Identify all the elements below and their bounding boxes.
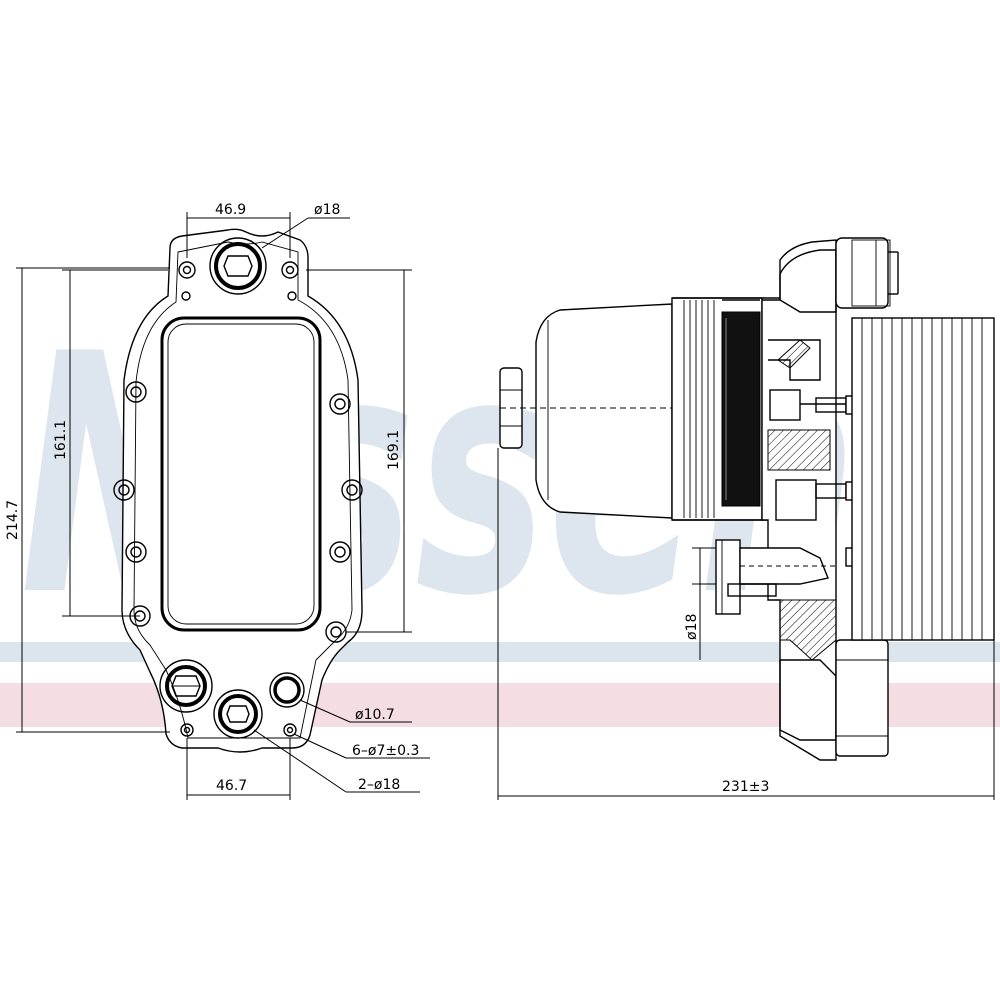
seal-ring xyxy=(721,311,761,507)
bottom-bolts xyxy=(180,723,297,737)
dim-overall-length: 231±3 xyxy=(722,779,769,795)
housing-block xyxy=(761,239,837,761)
top-port xyxy=(209,237,267,295)
cooler-core xyxy=(851,317,995,641)
side-port xyxy=(715,539,836,615)
bottom-port-small xyxy=(269,672,305,708)
gasket-window-inner xyxy=(167,323,315,625)
dim-bolt-holes: 6–ø7±0.3 xyxy=(352,743,419,759)
plate-inner-rim xyxy=(133,241,353,739)
bottom-port-left xyxy=(159,659,213,713)
dim-large-ports: 2–ø18 xyxy=(358,777,400,793)
dim-small-port-diameter: ø10.7 xyxy=(355,707,395,723)
bottom-port-center xyxy=(213,689,263,739)
dim-left-height: 161.1 xyxy=(53,420,69,460)
front-view xyxy=(113,228,363,753)
dim-side-port-diameter: ø18 xyxy=(684,614,700,640)
top-bolts xyxy=(178,261,299,301)
dim-top-port-diameter: ø18 xyxy=(314,202,340,218)
lower-port xyxy=(835,639,889,757)
dim-top-spacing: 46.9 xyxy=(215,202,246,218)
dim-overall-height: 214.7 xyxy=(5,500,21,540)
cooler-fins xyxy=(861,318,983,640)
dim-bottom-spacing: 46.7 xyxy=(216,778,247,794)
gasket-window xyxy=(160,316,322,632)
dim-right-height: 169.1 xyxy=(386,430,402,470)
side-view xyxy=(499,237,995,761)
collar-ribs xyxy=(683,300,715,518)
front-dimensions: 46.9 ø18 214.7 161.1 169.1 ø10.7 6–ø7±0.… xyxy=(5,202,430,800)
filter-housing xyxy=(535,303,673,519)
upper-port xyxy=(835,237,889,309)
side-dimensions: ø18 231±3 xyxy=(497,448,995,800)
